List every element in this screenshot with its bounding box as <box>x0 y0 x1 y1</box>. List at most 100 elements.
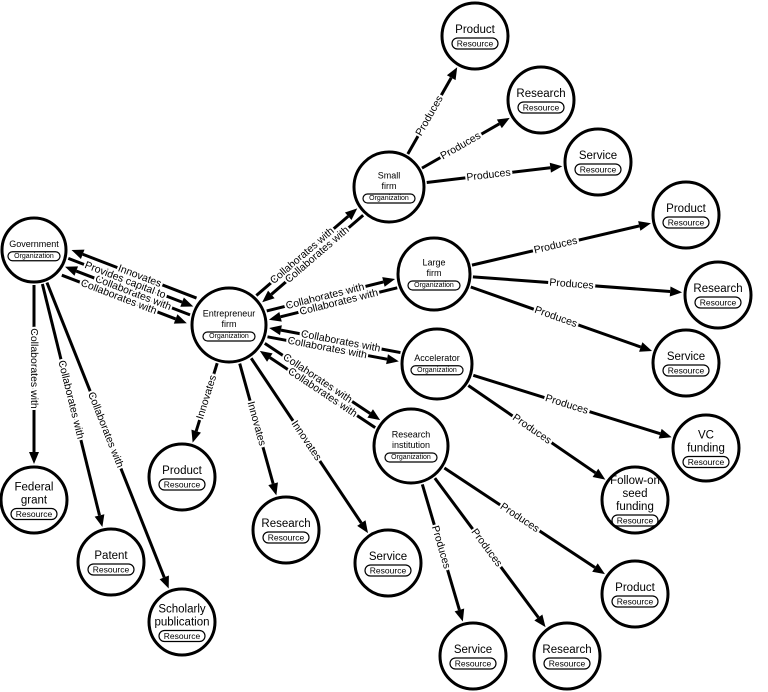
type-badge <box>202 331 256 342</box>
node-title-line: Service <box>369 551 407 563</box>
node-title-line: Small <box>378 171 401 181</box>
edge-line <box>67 256 183 304</box>
arrowhead-icon <box>592 468 606 480</box>
node-circle <box>532 621 602 691</box>
node-title-line: Product <box>455 24 495 36</box>
node-title-line: Patent <box>94 550 128 562</box>
edge-label-produces: Produces <box>498 501 542 535</box>
type-badge-label: Resource <box>580 165 617 175</box>
node-title-line: funding <box>616 501 654 513</box>
type-badge-label: Resource <box>455 659 492 669</box>
arrowhead-icon <box>159 575 169 589</box>
edge-line <box>471 224 640 267</box>
type-badge <box>87 563 135 576</box>
node-circle <box>353 528 423 598</box>
node-circle <box>438 621 508 691</box>
edge-label-produces: Produces <box>429 524 453 570</box>
node-title-line: Research <box>516 88 565 100</box>
edge-line <box>266 280 384 313</box>
node-title-line: Entrepreneur <box>203 309 256 319</box>
edge-line <box>82 252 198 300</box>
node-circle <box>396 236 472 312</box>
type-badge-label: Resource <box>93 565 130 575</box>
edge-small-firm-to-sf-service: Produces <box>426 162 563 186</box>
type-badge-label: Resource <box>164 631 201 641</box>
type-badge <box>543 657 591 670</box>
arrowhead-icon <box>268 482 278 496</box>
edge-small-firm-to-sf-product: Produces <box>406 67 458 155</box>
node-title-line: grant <box>21 494 48 506</box>
edge-line <box>238 363 275 485</box>
node-title-line: publication <box>155 616 210 628</box>
arrowhead-icon <box>268 311 282 322</box>
node-circle <box>506 65 576 135</box>
edge-line <box>406 76 453 155</box>
arrowhead-icon <box>173 314 187 324</box>
node-circle <box>147 442 217 512</box>
edge-line <box>472 373 661 436</box>
node-circle <box>440 1 510 71</box>
edge-label-innovates: Innovates <box>194 374 219 421</box>
edge-label-produces: Produces <box>533 235 579 257</box>
type-badge <box>10 507 58 521</box>
type-badge-label: Resource <box>617 516 654 526</box>
edge-entrepreneur-to-ef-product: Innovates <box>191 362 221 443</box>
type-badge <box>611 514 659 527</box>
edge-label-produces: Produces <box>533 304 579 330</box>
node-layer: GovernmentOrganizationEntrepreneurfirmOr… <box>0 1 753 691</box>
edge-entrepreneur-to-ef-research: Innovates <box>238 363 278 496</box>
type-badge-label: Resource <box>668 218 705 228</box>
edge-label-produces: Produces <box>469 526 505 569</box>
arrowhead-icon <box>454 608 465 622</box>
type-badge-label: Organization <box>14 253 54 260</box>
node-circle <box>600 559 670 629</box>
edge-large-firm-to-lf-service: Produces <box>470 285 653 352</box>
type-badge-label: Resource <box>617 597 654 607</box>
edge-line <box>433 477 540 619</box>
node-title-line: Product <box>666 203 706 215</box>
arrowhead-icon <box>94 514 105 528</box>
type-badge <box>410 365 464 376</box>
type-badge-label: Resource <box>164 480 201 490</box>
node-title-line: Service <box>667 351 705 363</box>
node-title-line: Research <box>261 518 310 530</box>
type-badge-label: Resource <box>370 566 407 576</box>
edge-government-to-federal-grant: Collaborates with <box>26 285 42 464</box>
node-title-line: firm <box>427 268 442 278</box>
node-circle <box>400 327 474 401</box>
type-badge <box>682 455 730 469</box>
arrowhead-icon <box>496 117 510 129</box>
edge-label-produces: Produces <box>549 277 594 292</box>
type-badge <box>449 657 497 670</box>
type-badge-label: Organization <box>369 195 409 202</box>
node-circle <box>651 180 721 250</box>
node-circle <box>372 407 450 485</box>
node-title-line: Research <box>392 430 431 440</box>
arrowhead-icon <box>592 563 605 575</box>
node-title-line: VC <box>698 429 714 441</box>
